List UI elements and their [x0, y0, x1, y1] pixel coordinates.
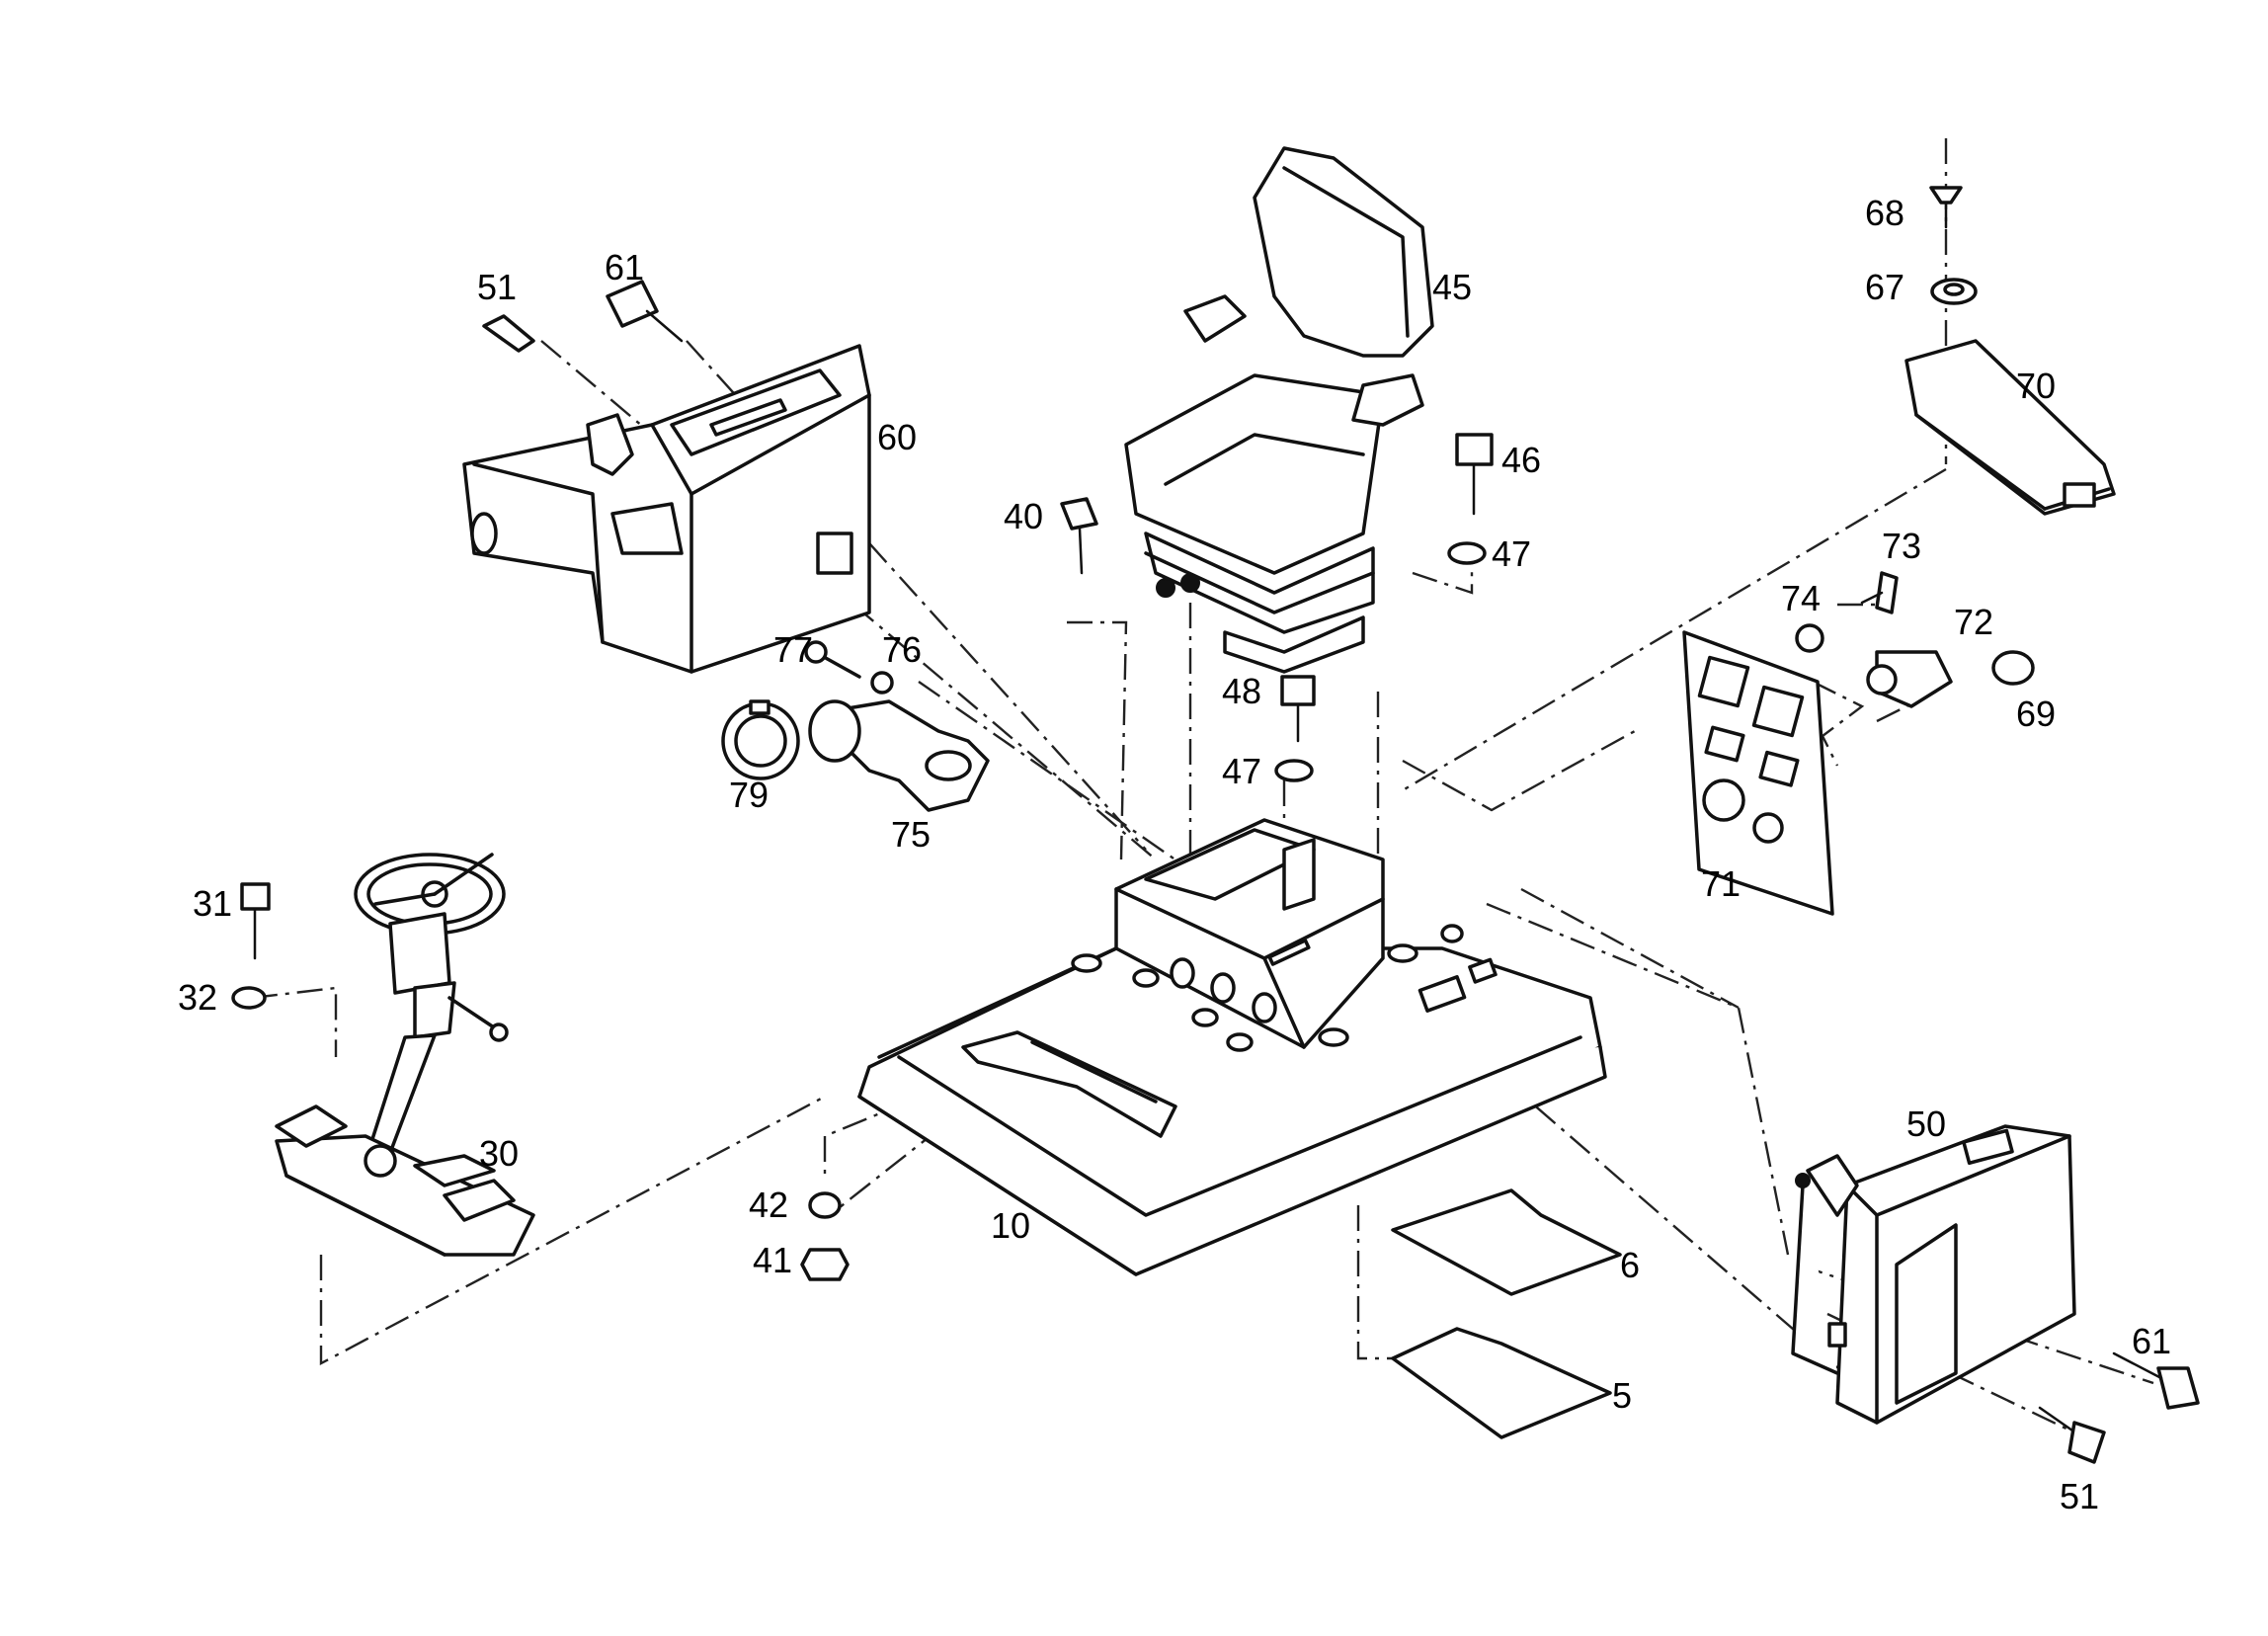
part-label: 68: [1865, 193, 1904, 233]
part-label: 5: [1612, 1375, 1632, 1416]
left-console: [462, 344, 871, 674]
part-label: 73: [1882, 526, 1921, 566]
part-label: 61: [2132, 1321, 2171, 1361]
part-label: 70: [2016, 366, 2056, 406]
part-label: 69: [2016, 694, 2056, 734]
coupling-parts: [721, 640, 990, 812]
part-label: 42: [749, 1185, 788, 1225]
panel-71: [1682, 630, 1834, 916]
part-label: 48: [1222, 671, 1261, 711]
part-label: 32: [178, 977, 217, 1018]
part-label: 74: [1781, 578, 1821, 618]
part-label: 50: [1906, 1104, 1946, 1144]
part-label: 51: [477, 267, 517, 307]
part-label: 77: [773, 629, 813, 670]
part-label: 40: [1004, 496, 1043, 536]
part-label: 47: [1222, 751, 1261, 791]
part-label: 75: [891, 814, 931, 855]
part-label: 79: [729, 775, 769, 815]
tube-70: [1904, 339, 2116, 516]
base-platform: [857, 818, 1607, 1276]
cover-plates: [1391, 1188, 1622, 1439]
part-label: 72: [1954, 602, 1993, 642]
part-labels: 68 67 45 51 61 70 60 46 40 47 73 74 72 7…: [178, 193, 2171, 1516]
right-console: [1791, 1124, 2076, 1425]
part-label: 71: [1701, 863, 1741, 904]
part-label: 30: [479, 1133, 519, 1174]
part-label: 6: [1620, 1245, 1640, 1285]
steering-column: [275, 853, 535, 1257]
part-label: 61: [605, 247, 644, 287]
part-label: 60: [877, 417, 917, 457]
fasteners: [231, 186, 2200, 1464]
part-label: 51: [2060, 1476, 2099, 1516]
part-label: 45: [1432, 267, 1472, 307]
part-label: 41: [753, 1240, 792, 1280]
part-label: 47: [1492, 533, 1531, 574]
part-label: 10: [991, 1205, 1030, 1246]
part-label: 67: [1865, 267, 1904, 307]
seat-assembly: [1124, 146, 1434, 674]
part-label: 31: [193, 883, 232, 924]
part-label: 76: [882, 629, 922, 670]
part-label: 46: [1501, 440, 1541, 480]
